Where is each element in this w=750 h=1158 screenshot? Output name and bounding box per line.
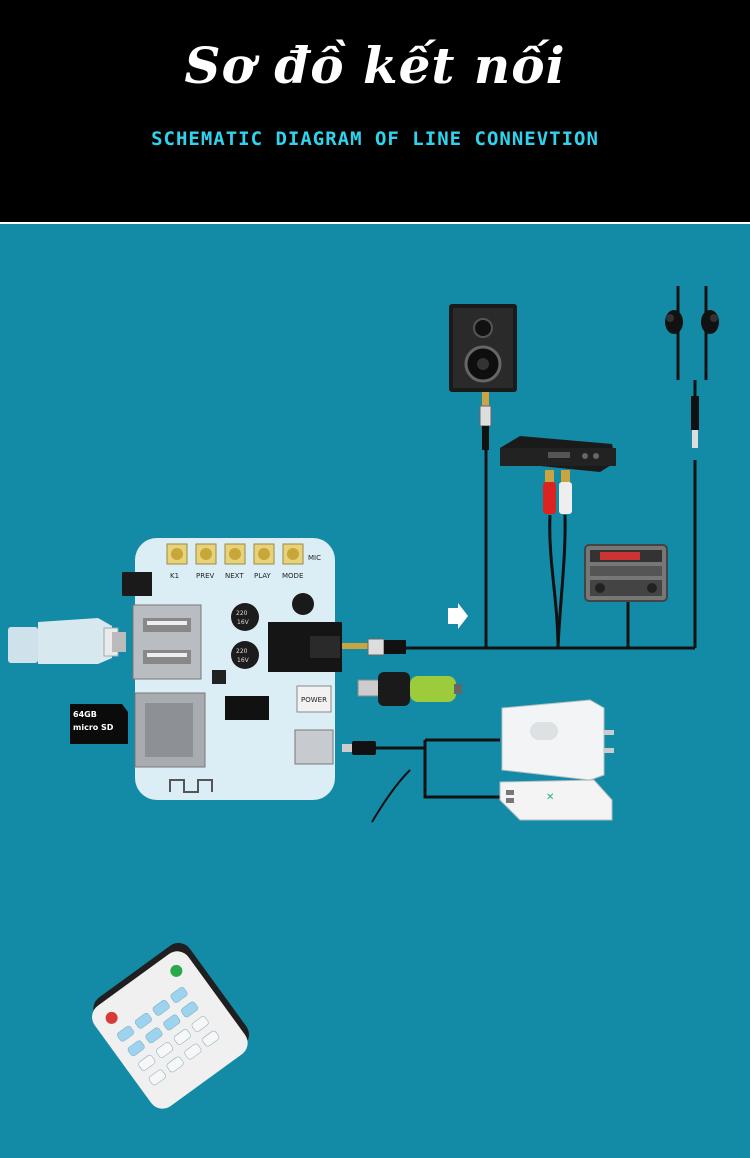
- chip-small: [212, 670, 226, 684]
- page-subtitle: SCHEMATIC DIAGRAM OF LINE CONNEVTION: [0, 128, 750, 150]
- header-banner: Sơ đồ kết nối SCHEMATIC DIAGRAM OF LINE …: [0, 0, 750, 222]
- micro-usb-plug-icon: [342, 741, 376, 755]
- remote-control-icon: [83, 937, 258, 1114]
- usb-port: [133, 605, 201, 679]
- sd-slot: [135, 693, 205, 767]
- button-label-prev: PREV: [196, 572, 215, 580]
- micro-sd-card-icon: 64GB micro SD: [70, 704, 128, 744]
- amplifier-icon: [500, 436, 616, 472]
- sd-brand-label: micro SD: [73, 723, 114, 732]
- cap-label-3: 220: [236, 648, 248, 655]
- power-label: POWER: [301, 696, 327, 704]
- sd-capacity-label: 64GB: [73, 710, 97, 719]
- svg-text:✕: ✕: [546, 792, 554, 803]
- speaker-icon: [449, 304, 517, 392]
- car-radio-icon: [585, 545, 667, 601]
- arrow-right-icon: [448, 603, 468, 629]
- button-label-next: NEXT: [225, 572, 244, 580]
- page-title: Sơ đồ kết nối: [0, 36, 750, 95]
- speaker-jack-icon: [480, 392, 491, 450]
- chip-main: [225, 696, 269, 720]
- audio-jack-housing: [268, 622, 342, 672]
- mic-label: MIC: [308, 554, 321, 562]
- earphones-icon: [665, 286, 719, 448]
- microphone-icon: [292, 593, 314, 615]
- rca-plugs-icon: [543, 470, 572, 514]
- button-label-play: PLAY: [254, 572, 272, 580]
- cap-label-1: 220: [236, 610, 248, 617]
- button-label-mode: MODE: [282, 572, 303, 580]
- bluetooth-board: K1 PREV NEXT PLAY MODE MIC 220 16V 220 1…: [122, 538, 342, 800]
- diagram-canvas: 64GB micro SD K1 PREV NEXT PLAY MODE MIC: [0, 224, 750, 1158]
- wall-charger-icon: [502, 700, 614, 780]
- usb-dongle-icon: [8, 618, 126, 664]
- power-bank-icon: ✕: [500, 780, 612, 820]
- button-label-k1: K1: [170, 572, 179, 580]
- audio-plug-icon: [342, 639, 406, 655]
- car-charger-icon: [358, 672, 462, 706]
- connection-diagram: 64GB micro SD K1 PREV NEXT PLAY MODE MIC: [0, 224, 750, 1158]
- micro-usb-port: [295, 730, 333, 764]
- cap-label-2: 16V: [237, 619, 250, 626]
- cap-label-4: 16V: [237, 657, 250, 664]
- board-buttons: [167, 544, 303, 564]
